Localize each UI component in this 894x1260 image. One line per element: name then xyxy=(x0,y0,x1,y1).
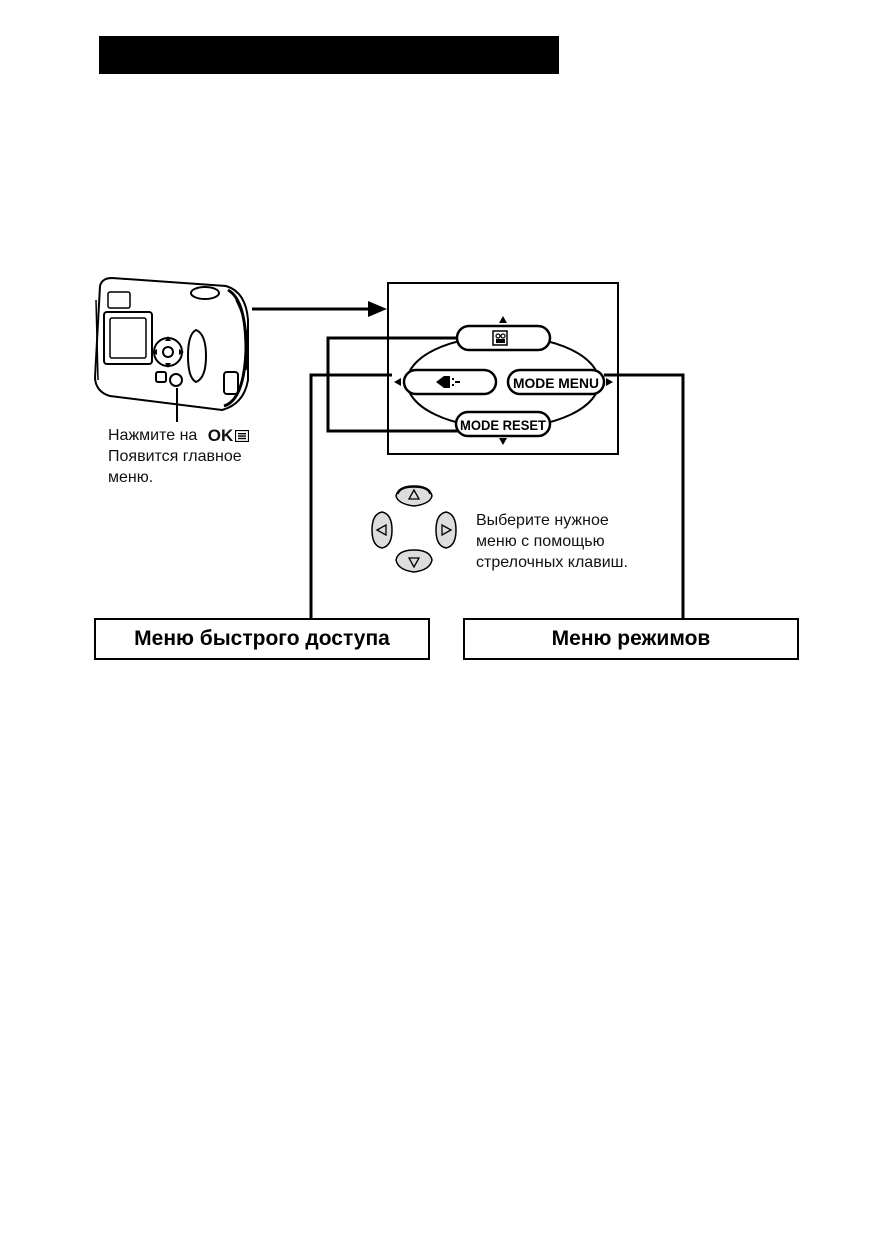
arrow-keys-line1: Выберите нужное xyxy=(476,510,628,531)
camera-to-screen-arrowhead xyxy=(368,301,387,317)
mode-menu-title: Меню режимов xyxy=(552,627,711,651)
movie-icon xyxy=(493,331,507,345)
press-ok-caption: Нажмите на OK Появится главное меню. xyxy=(108,425,249,488)
press-ok-line1: Нажмите на OK xyxy=(108,425,249,446)
pill-right[interactable]: MODE MENU xyxy=(508,370,604,394)
arrow-keys-line2: меню с помощью xyxy=(476,531,628,552)
camera-illustration xyxy=(95,278,248,410)
arrow-keys-line3: стрелочных клавиш. xyxy=(476,552,628,573)
arrow-right-key[interactable] xyxy=(436,512,456,548)
press-ok-line2: Появится главное xyxy=(108,446,249,467)
mode-menu-label-box: Меню режимов xyxy=(463,618,799,660)
pill-left[interactable] xyxy=(404,370,496,394)
quick-menu-label-box: Меню быстрого доступа xyxy=(94,618,430,660)
arrow-keys-caption: Выберите нужное меню с помощью стрелочны… xyxy=(476,510,628,573)
ok-button-glyph: OK xyxy=(208,425,250,446)
press-ok-line3: меню. xyxy=(108,467,249,488)
mode-menu-label: MODE MENU xyxy=(513,375,599,391)
arrow-left-key[interactable] xyxy=(372,512,392,548)
arrow-pad xyxy=(372,486,456,572)
arrow-up-key[interactable] xyxy=(396,486,432,506)
pill-top[interactable] xyxy=(457,326,550,350)
mode-reset-label: MODE RESET xyxy=(460,417,546,433)
arrow-down-key[interactable] xyxy=(396,550,432,572)
menu-list-icon xyxy=(235,430,249,442)
quick-menu-label: Меню быстрого доступа xyxy=(134,627,390,651)
pill-bottom[interactable]: MODE RESET xyxy=(456,412,550,436)
